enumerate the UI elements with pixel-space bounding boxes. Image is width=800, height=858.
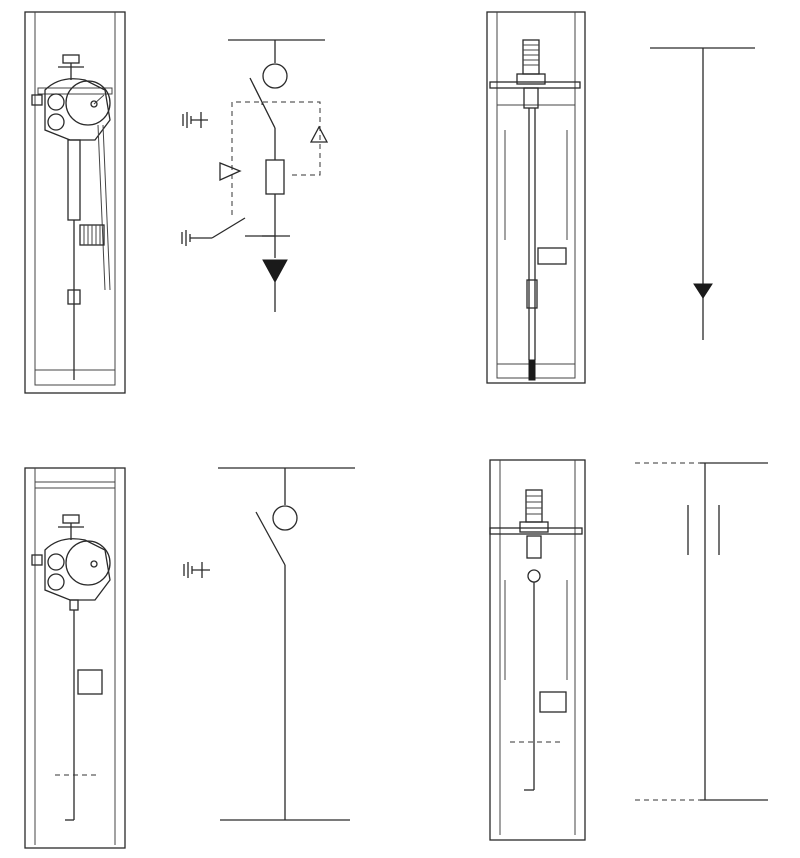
spring-icon bbox=[539, 691, 567, 713]
current-sensor-icon bbox=[262, 63, 288, 89]
cable-incoming-cabinet-icon bbox=[486, 11, 586, 384]
threaded-insulator-icon bbox=[519, 489, 549, 559]
cable-terminal-icon bbox=[693, 283, 713, 299]
current-sensor-icon bbox=[272, 505, 298, 531]
load-switch-fuse-earthing-single-line-icon bbox=[181, 39, 329, 312]
trip-indicator-icon bbox=[219, 162, 242, 182]
spring-icon bbox=[537, 247, 567, 265]
cable-terminal-icon bbox=[262, 259, 288, 284]
ground-icon bbox=[183, 562, 210, 578]
busbar-connection-single-line-icon bbox=[635, 462, 768, 801]
busbar-connection-cabinet-icon bbox=[489, 459, 586, 841]
load-switch-fuse-cabinet-icon bbox=[24, 11, 126, 394]
threaded-insulator-icon bbox=[516, 39, 546, 109]
switch-blade bbox=[255, 511, 286, 566]
load-switch-cabinet-icon bbox=[24, 467, 126, 849]
spring-icon bbox=[79, 224, 105, 246]
trip-indicator-icon bbox=[309, 125, 329, 143]
earthing-switch-icon bbox=[181, 217, 275, 246]
ground-icon bbox=[182, 112, 208, 128]
spring-icon bbox=[77, 669, 103, 695]
cable-termination-single-line-icon bbox=[650, 47, 755, 340]
load-switch-single-line-icon bbox=[183, 467, 355, 821]
fuse-icon bbox=[265, 159, 285, 195]
